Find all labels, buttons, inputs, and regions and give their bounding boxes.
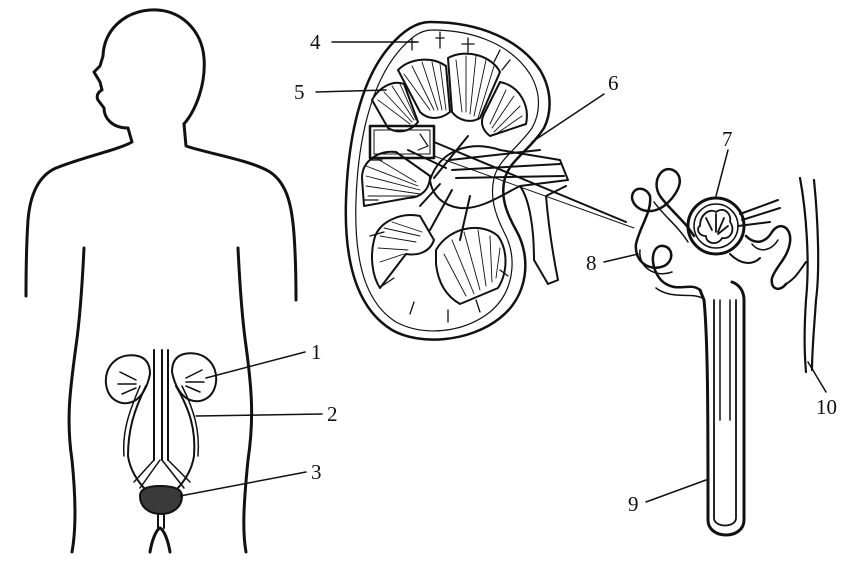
leader-box-to-nephron bbox=[433, 141, 627, 223]
left-kidney bbox=[104, 354, 151, 405]
leader-1 bbox=[205, 351, 306, 379]
right-ureter bbox=[175, 385, 196, 491]
label-6: 6 bbox=[608, 71, 619, 95]
label-8: 8 bbox=[586, 251, 597, 275]
urethra bbox=[157, 513, 165, 529]
leader-6 bbox=[531, 93, 605, 143]
right-kidney bbox=[171, 352, 218, 403]
proximal-tubule bbox=[630, 168, 702, 292]
leader-lines bbox=[179, 41, 827, 503]
label-10: 10 bbox=[816, 395, 837, 419]
body-outline-right bbox=[182, 122, 298, 302]
left-ureter bbox=[127, 385, 147, 491]
label-2: 2 bbox=[327, 402, 338, 426]
leader-7 bbox=[715, 149, 729, 197]
nephron bbox=[630, 168, 820, 537]
number-labels: 1 2 3 4 5 6 7 8 9 10 bbox=[294, 30, 837, 516]
leader-8 bbox=[603, 253, 639, 263]
label-7: 7 bbox=[722, 127, 733, 151]
label-1: 1 bbox=[311, 340, 322, 364]
loop-of-henle bbox=[698, 280, 746, 537]
label-5: 5 bbox=[294, 80, 305, 104]
label-3: 3 bbox=[311, 460, 322, 484]
leader-5 bbox=[315, 89, 387, 93]
head-outline bbox=[92, 8, 206, 130]
glomerulus bbox=[697, 209, 734, 244]
medullary-pyramids bbox=[361, 52, 528, 305]
urinary-organs bbox=[104, 349, 218, 529]
label-9: 9 bbox=[628, 492, 639, 516]
torso-left bbox=[67, 246, 86, 554]
kidney-cross-section bbox=[344, 20, 569, 341]
kidney-capsule bbox=[344, 20, 551, 341]
cortical-vessels bbox=[363, 31, 511, 323]
leg-inner bbox=[148, 526, 172, 554]
label-4: 4 bbox=[310, 30, 321, 54]
leader-9 bbox=[645, 479, 707, 503]
leader-3 bbox=[179, 471, 307, 497]
human-silhouette bbox=[24, 8, 298, 554]
leader-10 bbox=[807, 361, 827, 393]
torso-right bbox=[236, 246, 254, 554]
collecting-duct bbox=[798, 176, 820, 374]
bladder bbox=[139, 485, 183, 515]
pyramid-striations bbox=[365, 55, 523, 297]
body-outline-left bbox=[24, 126, 134, 298]
distal-tubule bbox=[744, 224, 792, 291]
leader-2 bbox=[195, 413, 323, 417]
